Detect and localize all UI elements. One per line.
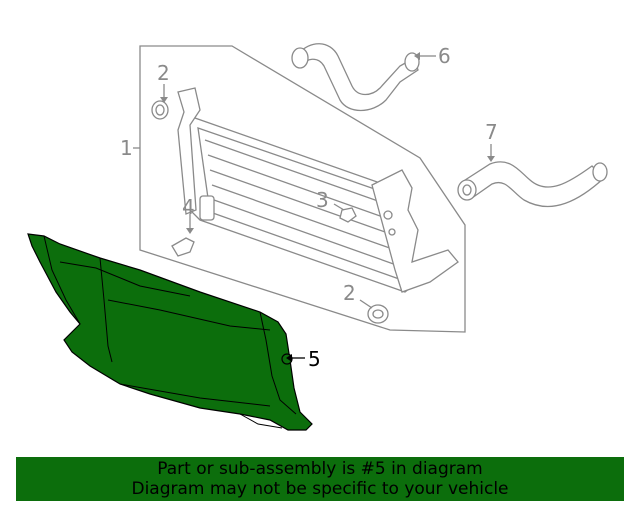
- clip-4: [171, 214, 195, 257]
- radiator-assembly-outline: [139, 45, 466, 333]
- callout-4: 4: [182, 195, 195, 219]
- lower-hose-7: [457, 144, 608, 208]
- isolator-upper: [151, 84, 169, 120]
- air-deflector-5: [27, 233, 313, 431]
- info-banner: Part or sub-assembly is #5 in diagram Di…: [16, 457, 624, 501]
- banner-line-2: Diagram may not be specific to your vehi…: [131, 479, 509, 499]
- callout-2-lower: 2: [343, 281, 356, 305]
- bolt-3: [333, 203, 357, 223]
- parts-diagram: 1 2 2 3 4 5 6 7: [27, 43, 608, 431]
- callout-5: 5: [308, 347, 321, 371]
- callout-7: 7: [485, 120, 498, 144]
- callout-3: 3: [316, 188, 329, 212]
- isolator-lower: [359, 299, 389, 324]
- callout-2-upper: 2: [157, 61, 170, 85]
- radiator: [177, 87, 459, 293]
- upper-hose-6: [291, 43, 436, 112]
- banner-line-1: Part or sub-assembly is #5 in diagram: [157, 459, 483, 479]
- callout-6: 6: [438, 44, 451, 68]
- callout-1: 1: [120, 136, 133, 160]
